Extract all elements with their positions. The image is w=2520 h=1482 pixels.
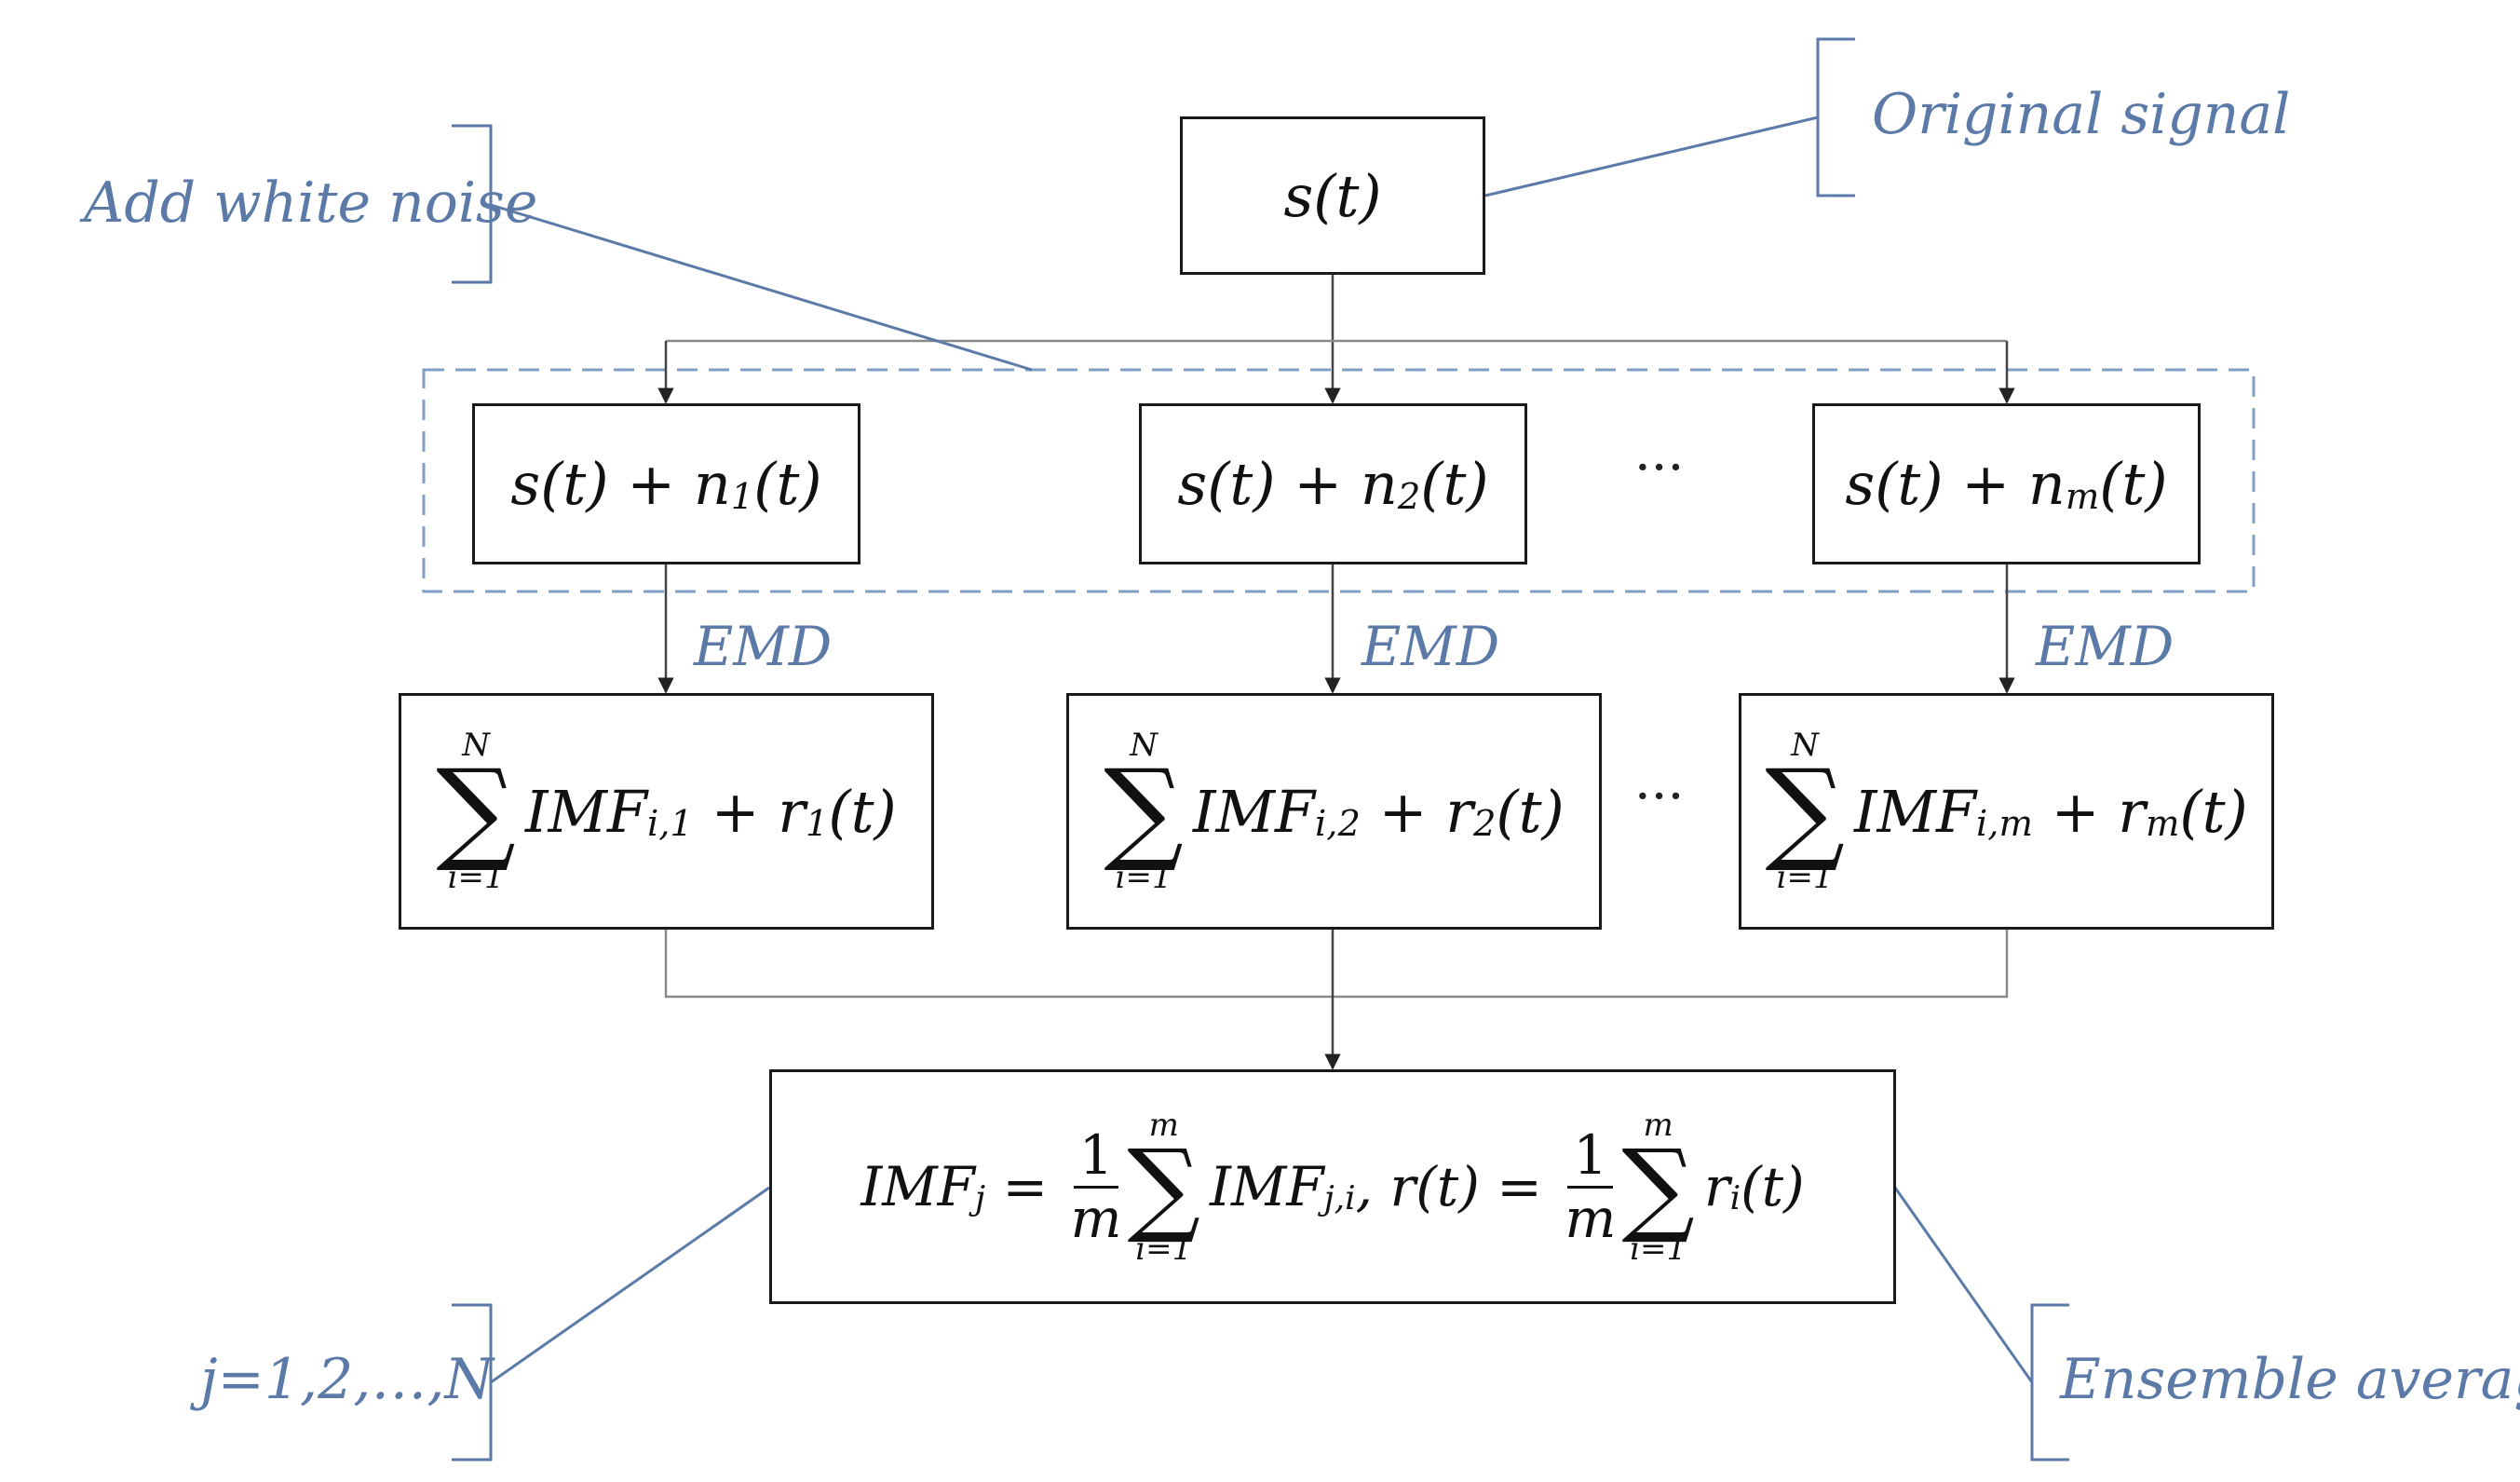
decomp-expr-m: IMFi,m + rm(t) (1853, 777, 2248, 846)
decomposition-box-m: N ∑ i=1 IMFi,m + rm(t) (1739, 693, 2274, 930)
noisy-signal-box-2: s(t) + n2(t) (1139, 403, 1527, 564)
emd-label-m: EMD (2036, 615, 2175, 678)
result-term-r: ri(t) (1703, 1155, 1805, 1218)
original-signal-expr: s(t) (1283, 161, 1382, 230)
ellipsis-decomp: ··· (1634, 767, 1685, 827)
annotation-ensemble-average: Ensemble average (2060, 1347, 2520, 1412)
decomposition-box-1: N ∑ i=1 IMFi,1 + r1(t) (399, 693, 934, 930)
summation-m: N ∑ i=1 (1765, 727, 1845, 896)
annotation-add-white-noise: Add white noise (84, 170, 538, 236)
result-fraction-2: 1 m (1565, 1122, 1617, 1250)
result-fraction-1: 1 m (1070, 1122, 1122, 1250)
bracket-add-white-noise (452, 124, 493, 284)
result-term-imf: IMFj,i (1210, 1155, 1356, 1218)
result-lhs: IMFj (860, 1155, 986, 1218)
emd-label-1: EMD (694, 615, 833, 678)
annotation-j-range: j=1,2,…,N (200, 1347, 494, 1412)
noisy-expr-1: s(t) + n1(t) (510, 450, 822, 518)
noisy-expr-m: s(t) + nm(t) (1845, 450, 2168, 518)
noisy-expr-2: s(t) + n2(t) (1177, 450, 1489, 518)
emd-label-2: EMD (1362, 615, 1500, 678)
summation-2: N ∑ i=1 (1104, 727, 1184, 896)
noise-group-frame (422, 368, 2256, 593)
decomposition-box-2: N ∑ i=1 IMFi,2 + r2(t) (1066, 693, 1602, 930)
noisy-signal-box-m: s(t) + nm(t) (1812, 403, 2201, 564)
result-summation-2: m ∑ i=1 (1621, 1106, 1695, 1268)
decomp-expr-1: IMFi,1 + r1(t) (524, 777, 897, 846)
ensemble-result-box: IMFj = 1 m m ∑ i=1 IMFj,i , r(t) = 1 m m… (769, 1069, 1896, 1304)
noisy-signal-box-1: s(t) + n1(t) (472, 403, 860, 564)
result-equals: = (985, 1155, 1065, 1218)
leader-original-signal (1484, 116, 1819, 197)
original-signal-box: s(t) (1180, 116, 1485, 275)
connector-merge-bar (664, 930, 2009, 999)
result-separator: , r(t) = (1355, 1155, 1560, 1218)
annotation-original-signal: Original signal (1872, 82, 2291, 147)
bracket-original-signal (1816, 37, 1855, 197)
leader-ensemble-average (1893, 1187, 2034, 1383)
ellipsis-noisy: ··· (1634, 438, 1685, 498)
summation-1: N ∑ i=1 (436, 727, 516, 896)
leader-add-white-noise (490, 203, 1033, 372)
decomp-expr-2: IMFi,2 + r2(t) (1192, 777, 1565, 846)
leader-j-range (490, 1186, 770, 1384)
result-summation-1: m ∑ i=1 (1127, 1106, 1201, 1268)
